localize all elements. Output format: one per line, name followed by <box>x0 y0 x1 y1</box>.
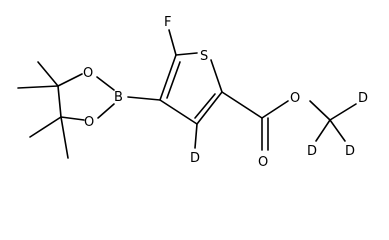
boron-label: B <box>114 90 123 105</box>
oxygen-ring-top-label: O <box>83 66 93 81</box>
bond-c3-c4 <box>159 99 198 125</box>
bond-o-bottom-c <box>60 116 85 121</box>
bond-s-c2 <box>210 59 223 93</box>
bond-methyl-d-left <box>315 119 331 142</box>
bond-methyl-d-top <box>329 103 357 121</box>
bond-o-top-c <box>57 73 83 87</box>
bond-methyl-d-right <box>329 119 346 142</box>
methyl-bottom-left <box>29 116 62 138</box>
structure-diagram: F S B O O O O D D D D <box>17 15 368 170</box>
bond-c3-d <box>194 123 198 149</box>
bond-c5-f <box>168 29 177 56</box>
bond-c2-carbonyl <box>221 91 263 119</box>
methyl-top-upper <box>37 61 59 87</box>
bond-oester-methyl <box>309 100 331 121</box>
bond-c-c <box>57 85 62 118</box>
bond-c2-c3-double <box>194 93 216 119</box>
bond-b-o-bottom <box>97 103 115 119</box>
bond-c4-c5-double <box>166 61 181 99</box>
methyl-top-left <box>17 85 59 89</box>
oxygen-ring-bottom-label: O <box>84 115 94 130</box>
deuterium-methyl-left-label: D <box>307 144 317 159</box>
dioxaborolane-ring <box>57 73 115 121</box>
bond-c4-c5 <box>159 54 177 101</box>
pinacol-methyls <box>17 61 69 159</box>
molecule-drawing: F S B O O O O D D D D <box>17 15 368 170</box>
oxygen-carbonyl-label: O <box>258 155 268 170</box>
bond-c2-c3 <box>196 91 223 125</box>
fluorine-label: F <box>164 15 171 30</box>
bond-b-o-top <box>96 76 115 91</box>
deuterium-methyl-right-label: D <box>345 144 355 159</box>
deuterium-ring-label: D <box>190 151 200 166</box>
methyl-bottom-lower <box>60 116 69 159</box>
bond-c5-s <box>175 52 198 56</box>
bond-carbonyl-oester <box>261 100 289 119</box>
sulfur-label: S <box>200 49 208 64</box>
thiophene-ring <box>159 52 223 125</box>
bond-c4-b <box>127 96 161 101</box>
oxygen-ester-label: O <box>290 91 300 106</box>
deuterium-methyl-top-label: D <box>358 91 368 106</box>
ester-group <box>221 91 357 151</box>
